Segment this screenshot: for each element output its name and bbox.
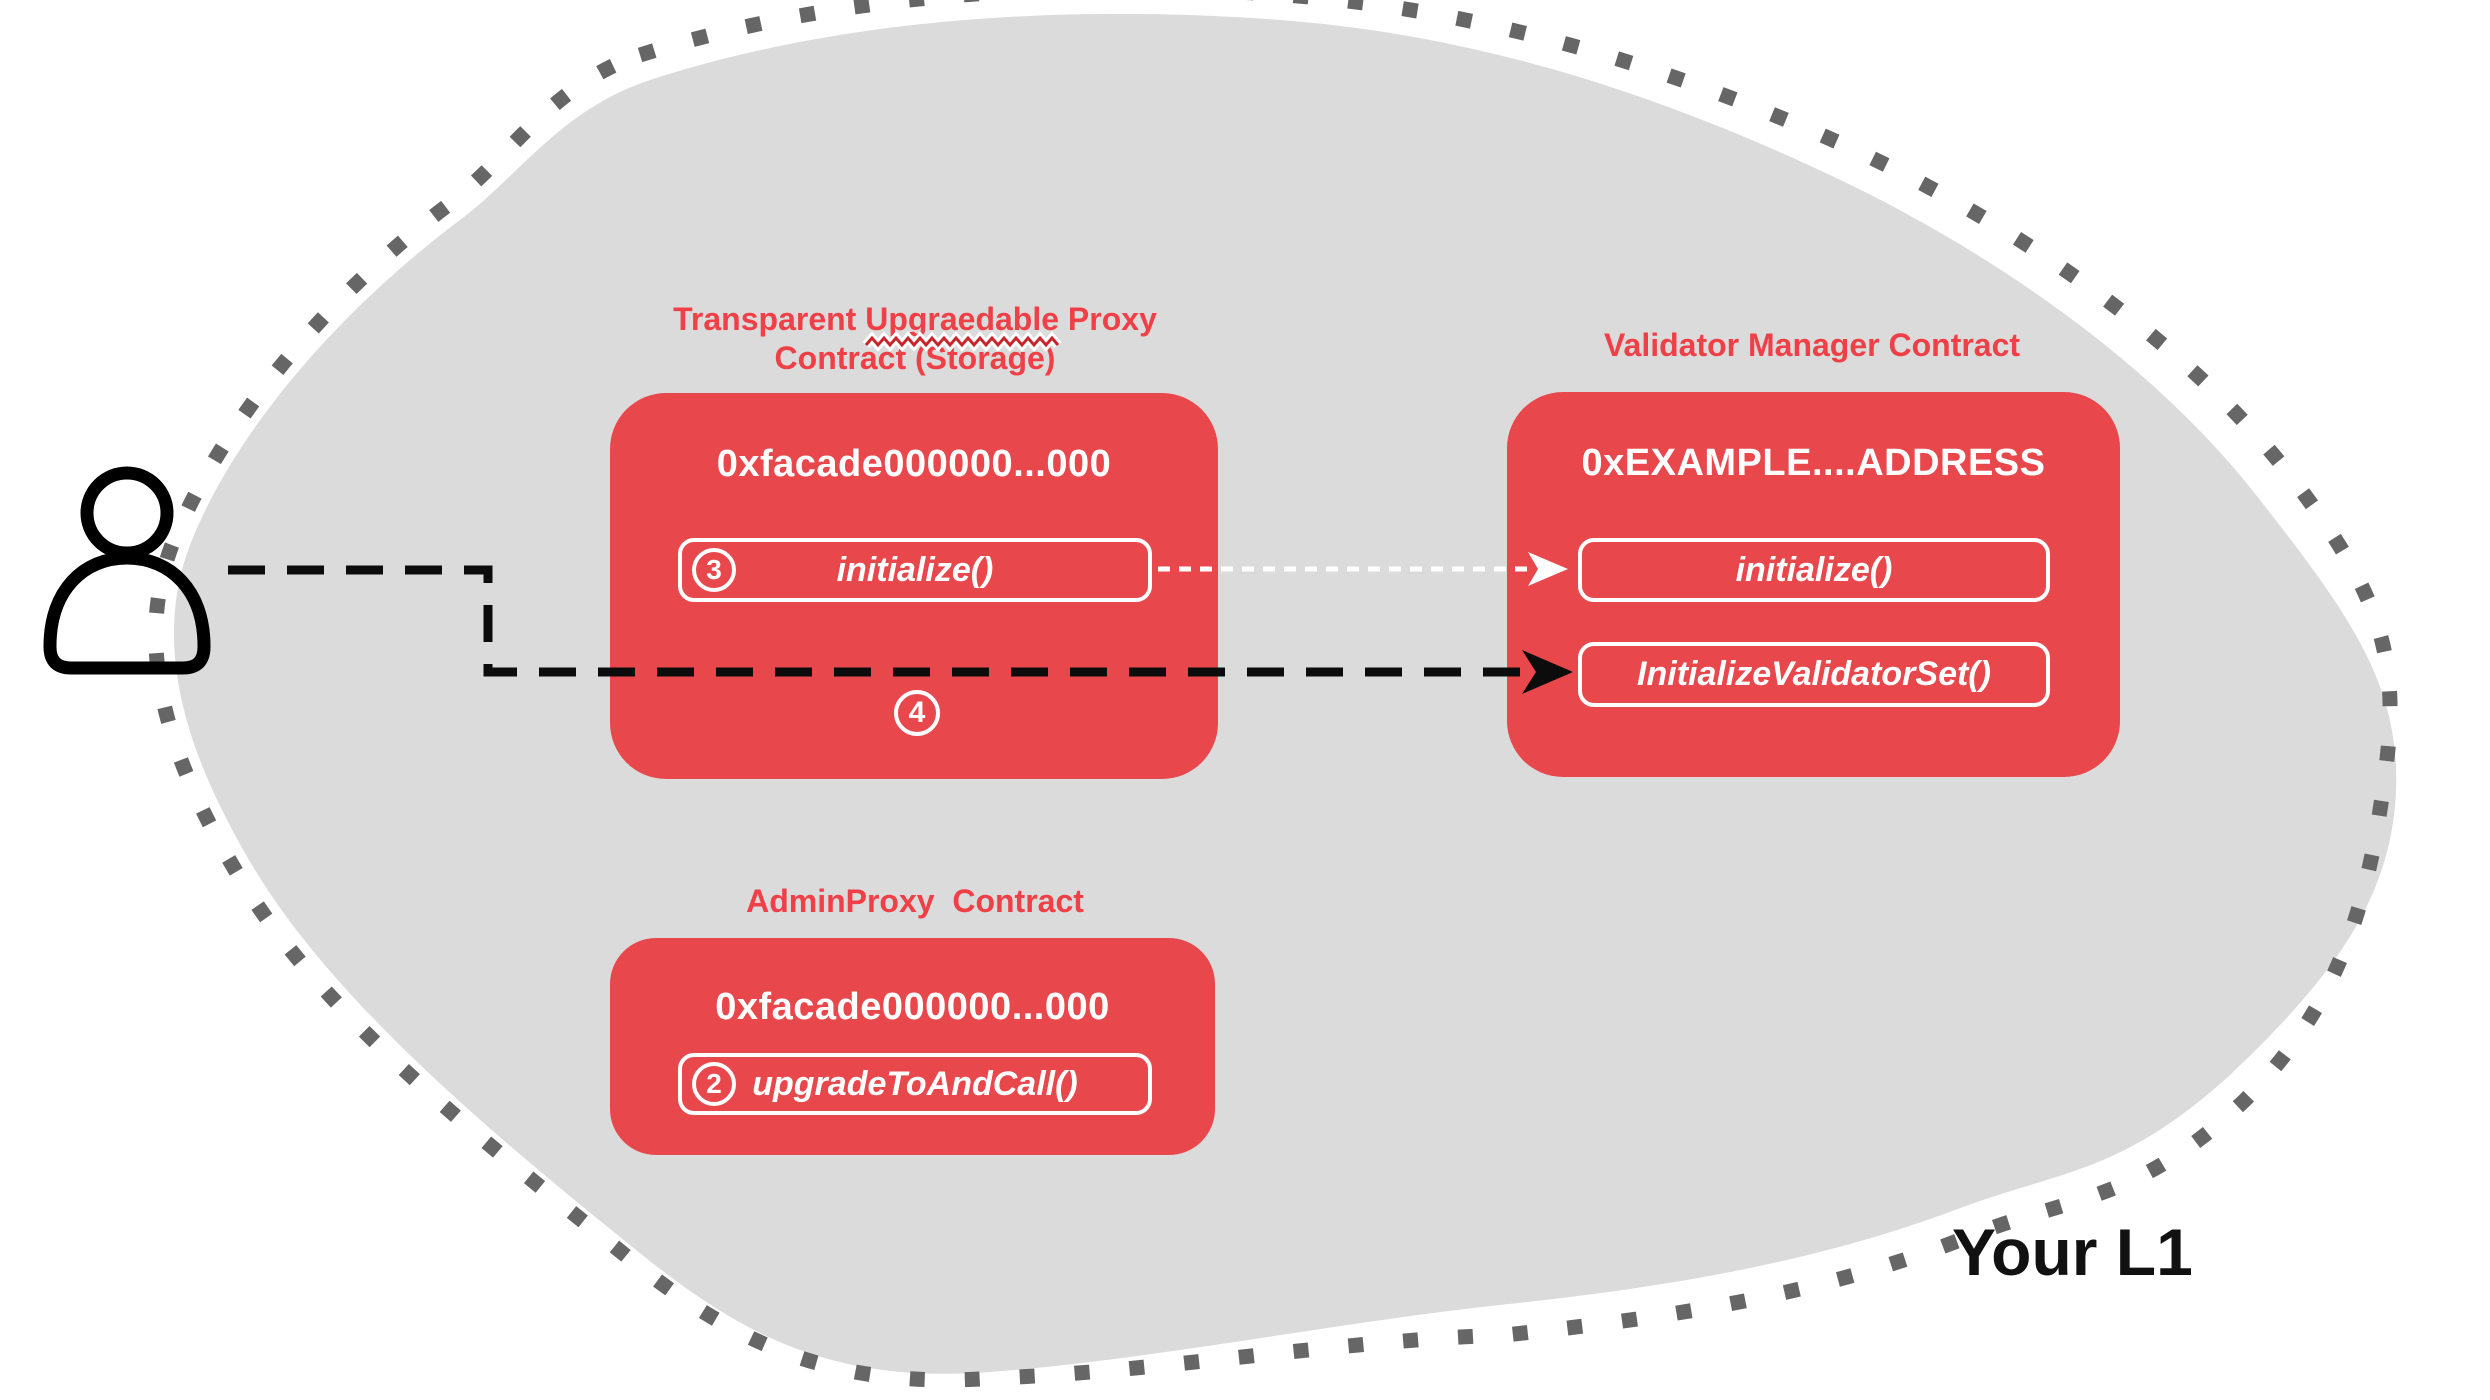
validator-initializevalidatorset-label: InitializeValidatorSet() <box>1637 655 1991 693</box>
person-icon <box>43 466 211 675</box>
proxy-contract-title: Transparent Upgraedable Proxy Contract (… <box>615 300 1215 378</box>
adminproxy-upgradetoandcall-label: upgradeToAndCall() <box>752 1064 1078 1103</box>
validator-manager-title: Validator Manager Contract <box>1603 327 2021 363</box>
step-4-badge: 4 <box>894 690 940 736</box>
validator-initializevalidatorset-method: InitializeValidatorSet() <box>1578 642 2050 707</box>
validator-initialize-label: initialize() <box>1735 550 1893 589</box>
proxy-initialize-label: initialize() <box>836 550 994 589</box>
step-3-badge: 3 <box>692 548 736 592</box>
step-2-badge: 2 <box>692 1062 736 1106</box>
adminproxy-title: AdminProxy Contract <box>746 883 1084 919</box>
adminproxy-address: 0xfacade000000...000 <box>715 986 1110 1028</box>
validator-address: 0xEXAMPLE....ADDRESS <box>1581 442 2046 484</box>
proxy-address: 0xfacade000000...000 <box>716 443 1112 485</box>
adminproxy-box: 0xfacade000000...000 2 upgradeToAndCall(… <box>610 938 1215 1155</box>
proxy-initialize-method: 3 initialize() <box>678 538 1152 602</box>
proxy-contract-box: 0xfacade000000...000 3 initialize() 4 <box>610 393 1218 779</box>
adminproxy-upgradetoandcall-method: 2 upgradeToAndCall() <box>678 1053 1152 1115</box>
proxy-title-line2: Contract (Storage) <box>774 340 1056 376</box>
validator-manager-box: 0xEXAMPLE....ADDRESS initialize() Initia… <box>1507 392 2120 777</box>
proxy-title-line1: Transparent Upgraedable Proxy <box>673 301 1157 337</box>
your-l1-label: Your L1 <box>1952 1215 2193 1289</box>
validator-initialize-method: initialize() <box>1578 538 2050 602</box>
